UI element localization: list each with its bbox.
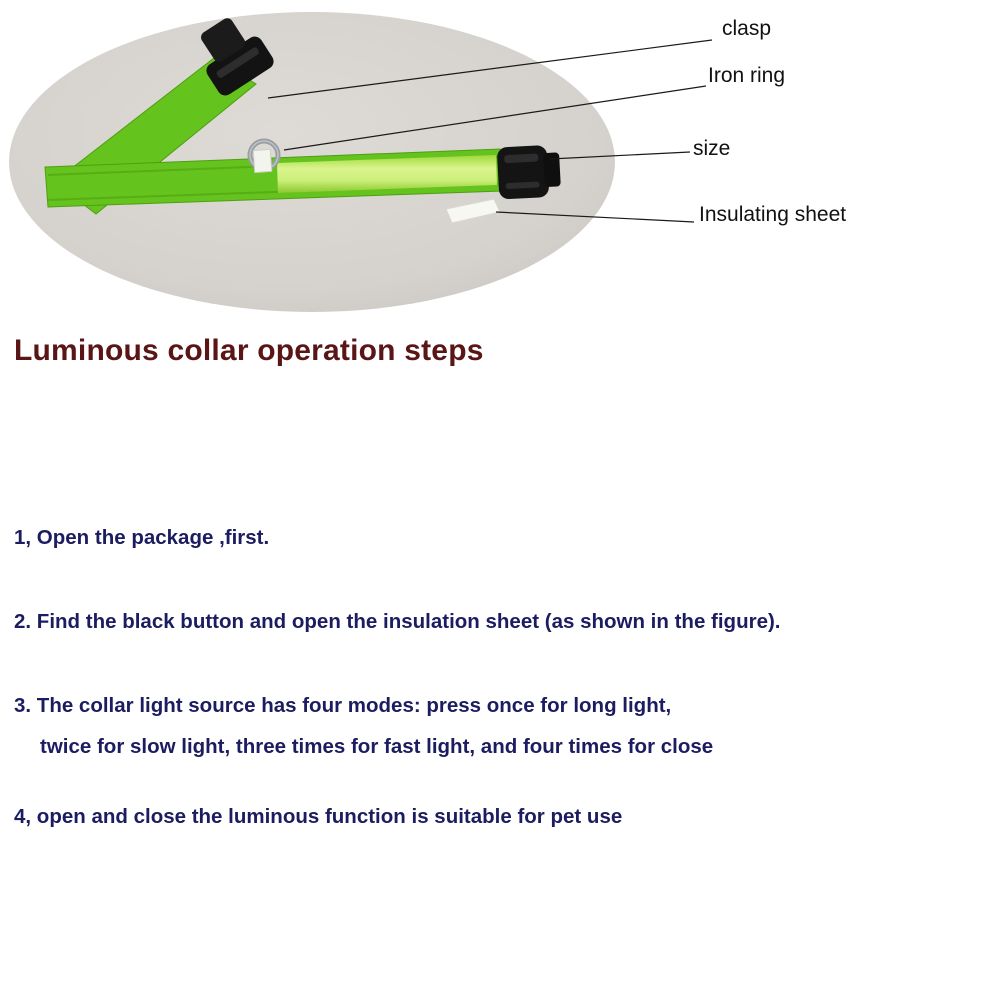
label-insulating-sheet: Insulating sheet [699, 203, 847, 226]
step-2: 2. Find the black button and open the in… [14, 610, 781, 633]
label-iron-ring: Iron ring [708, 64, 786, 87]
side-release-buckle [497, 145, 561, 200]
buckle-extension [543, 152, 561, 187]
product-photo: clasp Iron ring size Insulating sheet [0, 0, 1000, 320]
step-4: 4, open and close the luminous function … [14, 805, 623, 828]
leader-line-insulating-sheet [495, 211, 695, 223]
page-title: Luminous collar operation steps [14, 334, 484, 367]
label-clasp: clasp [722, 17, 772, 40]
leader-line-clasp [267, 39, 713, 99]
step-1: 1, Open the package ,first. [14, 526, 270, 549]
leader-line-iron-ring [283, 85, 707, 151]
luminous-strip [277, 155, 497, 193]
clasp-top [201, 18, 246, 62]
step-3-line-1: 3. The collar light source has four mode… [14, 694, 672, 717]
label-size: size [693, 137, 731, 160]
collar-illustration [9, 12, 713, 312]
clasp-slot [216, 47, 259, 78]
step-3-line-2: twice for slow light, three times for fa… [40, 735, 714, 758]
buckle-body [497, 145, 549, 200]
collar-tag [252, 148, 273, 174]
clasp-buckle [201, 18, 274, 96]
buckle-groove-bottom [505, 181, 540, 190]
buckle-groove-top [504, 153, 539, 164]
leader-line-size [549, 151, 691, 160]
